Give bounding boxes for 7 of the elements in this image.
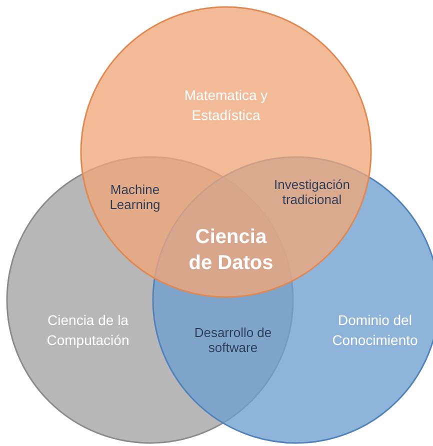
center-label: Ciencia de Datos xyxy=(188,225,274,276)
circle-label: Dominio del Conocimiento xyxy=(331,311,419,350)
circle-label: Ciencia de la Computación xyxy=(46,311,130,350)
overlap-label: Machine Learning xyxy=(108,182,162,212)
overlap-label: Desarrollo de software xyxy=(193,325,273,355)
overlap-label: Investigación tradicional xyxy=(273,177,351,207)
circle-label: Matematica y Estadística xyxy=(183,86,269,125)
